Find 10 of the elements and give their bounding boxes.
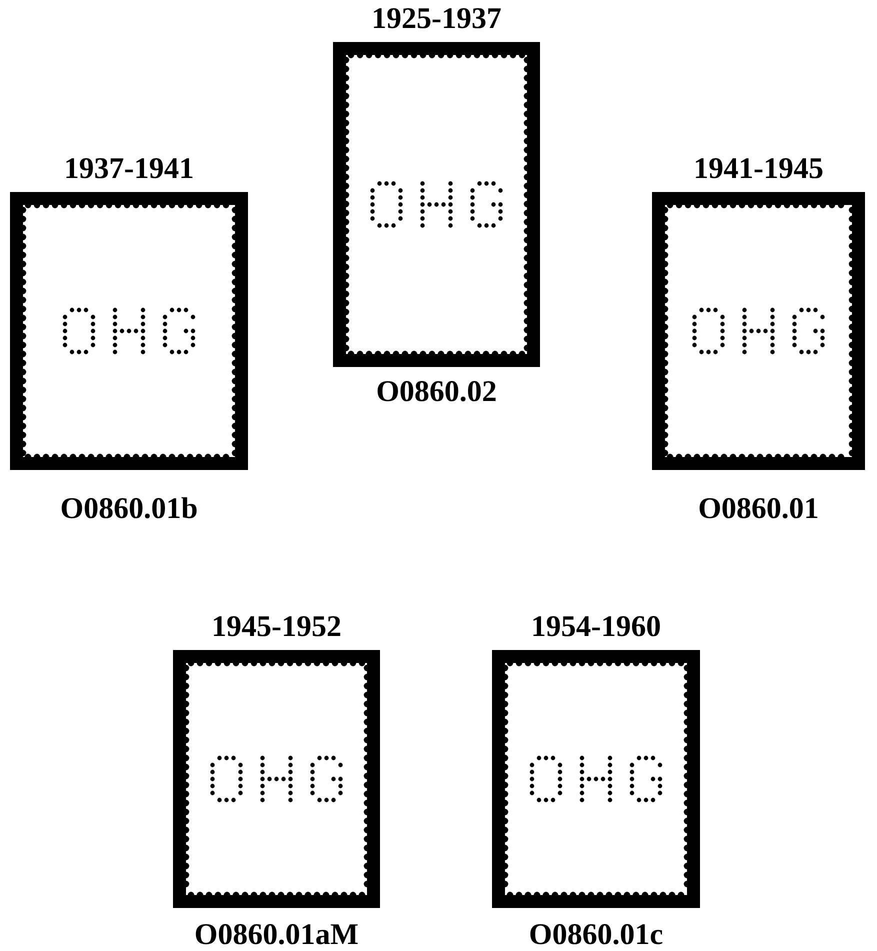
- year-heading: 1945-1952: [212, 610, 342, 644]
- catalog-number: O0860.01b: [60, 492, 198, 526]
- year-heading: 1937-1941: [64, 152, 194, 186]
- catalog-number: O0860.01aM: [194, 918, 359, 951]
- catalog-number: O0860.02: [376, 375, 497, 409]
- year-heading: 1941-1945: [694, 152, 824, 186]
- year-heading: 1925-1937: [372, 2, 502, 36]
- catalog-number: O0860.01: [698, 492, 819, 526]
- year-heading: 1954-1960: [531, 610, 661, 644]
- catalog-number: O0860.01c: [528, 918, 664, 951]
